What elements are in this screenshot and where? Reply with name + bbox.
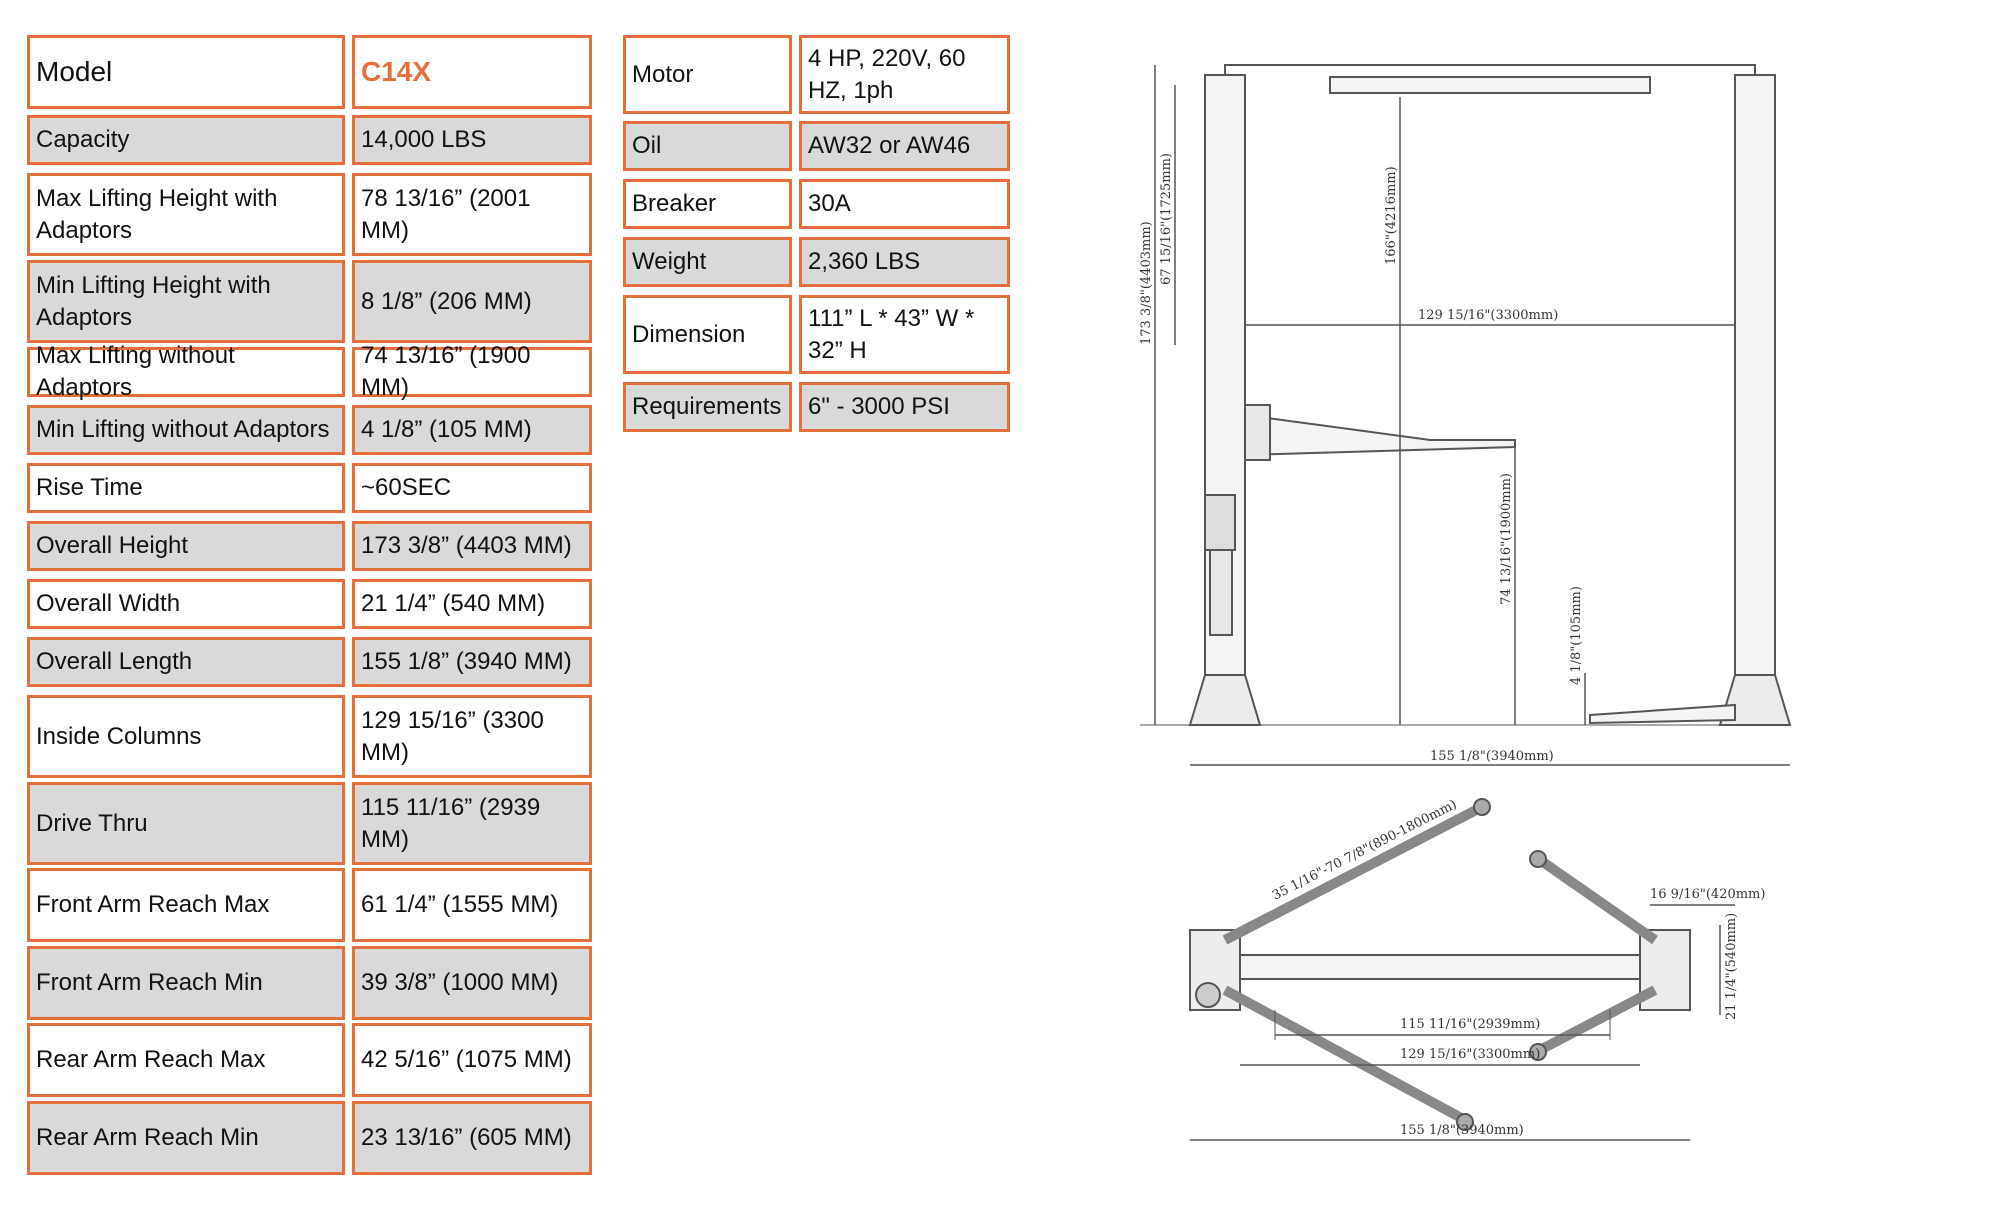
dim-inside-columns: 129 15/16"(3300mm) [1418,308,1558,323]
left-value: 61 1/4” (1555 MM) [352,868,592,942]
dim-overall-length-top: 155 1/8"(3940mm) [1400,1123,1524,1138]
dim-inside-columns-top: 129 15/16"(3300mm) [1400,1047,1540,1062]
dim-inner-height: 166"(4216mm) [1384,166,1399,265]
dim-max-lift: 74 13/16"(1900mm) [1499,473,1514,605]
right-label: Breaker [623,179,792,229]
left-label: Inside Columns [27,695,345,778]
dim-arm-reach: 35 1/16"-70 7/8"(890-1800mm) [1270,797,1459,903]
left-value: 14,000 LBS [352,115,592,165]
left-label: Rise Time [27,463,345,513]
left-label: Rear Arm Reach Max [27,1023,345,1097]
left-value: 42 5/16” (1075 MM) [352,1023,592,1097]
left-value: ~60SEC [352,463,592,513]
left-value: 39 3/8” (1000 MM) [352,946,592,1020]
left-label: Min Lifting Height with Adaptors [27,260,345,343]
right-value: 111” L * 43” W * 32” H [799,295,1010,374]
right-value: 30A [799,179,1010,229]
dim-overall-height: 173 3/8"(4403mm) [1139,221,1154,345]
left-value: 173 3/8” (4403 MM) [352,521,592,571]
right-value: 4 HP, 220V, 60 HZ, 1ph [799,35,1010,114]
left-label: Max Lifting Height with Adaptors [27,173,345,256]
left-label: Overall Width [27,579,345,629]
left-value: 115 11/16” (2939 MM) [352,782,592,865]
left-label: Model [27,35,345,109]
left-value: 78 13/16” (2001 MM) [352,173,592,256]
right-value: 2,360 LBS [799,237,1010,287]
right-label: Weight [623,237,792,287]
dim-column-height: 67 15/16"(1725mm) [1159,153,1174,285]
right-label: Dimension [623,295,792,374]
left-label: Capacity [27,115,345,165]
left-value: C14X [352,35,592,109]
dim-overall-length: 155 1/8"(3940mm) [1430,749,1554,764]
left-value: 8 1/8” (206 MM) [352,260,592,343]
right-value: 6" - 3000 PSI [799,382,1010,432]
right-label: Oil [623,121,792,171]
left-value: 155 1/8” (3940 MM) [352,637,592,687]
dim-overall-width: 21 1/4"(540mm) [1724,913,1739,1020]
left-label: Overall Length [27,637,345,687]
front-view-diagram: 173 3/8"(4403mm) 67 15/16"(1725mm) 166"(… [1139,64,1792,766]
top-view-diagram: 35 1/16"-70 7/8"(890-1800mm) 16 9/16"(42… [1189,797,1765,1141]
left-label: Drive Thru [27,782,345,865]
right-label: Motor [623,35,792,114]
dim-min-lift: 4 1/8"(105mm) [1569,586,1584,685]
left-value: 4 1/8” (105 MM) [352,405,592,455]
right-value: AW32 or AW46 [799,121,1010,171]
dim-drive-thru: 115 11/16"(2939mm) [1400,1017,1540,1032]
left-label: Front Arm Reach Min [27,946,345,1020]
left-value: 21 1/4” (540 MM) [352,579,592,629]
left-value: 23 13/16” (605 MM) [352,1101,592,1175]
left-label: Overall Height [27,521,345,571]
dim-base-depth: 16 9/16"(420mm) [1650,887,1765,902]
left-label: Min Lifting without Adaptors [27,405,345,455]
left-value: 74 13/16” (1900 MM) [352,342,592,401]
right-label: Requirements [623,382,792,432]
left-value: 129 15/16” (3300 MM) [352,695,592,778]
left-label: Rear Arm Reach Min [27,1101,345,1175]
left-label: Max Lifting without Adaptors [27,342,345,401]
left-label: Front Arm Reach Max [27,868,345,942]
